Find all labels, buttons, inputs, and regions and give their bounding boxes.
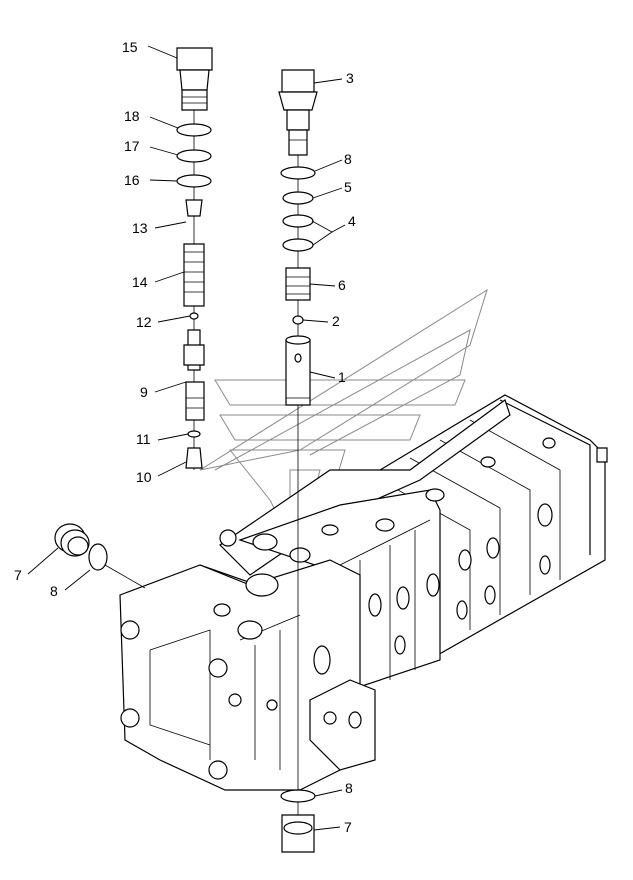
callout-11: 11: [136, 431, 151, 447]
callout-15: 15: [122, 39, 138, 55]
callout-14: 14: [132, 274, 148, 290]
callout-3: 3: [346, 70, 354, 86]
callout-12: 12: [136, 314, 152, 330]
callout-10: 10: [136, 469, 152, 485]
callout-8-left: 8: [50, 583, 58, 599]
callout-18: 18: [124, 108, 140, 124]
callout-17: 17: [124, 138, 140, 154]
callout-16: 16: [124, 172, 140, 188]
leader-lines: [27, 45, 346, 831]
valve-block: [119, 394, 608, 791]
relief-valve-assembly-right: [278, 69, 318, 853]
side-plug-assembly: [54, 523, 146, 589]
callout-9: 9: [140, 384, 148, 400]
callout-2: 2: [332, 313, 340, 329]
relief-valve-assembly-left: [176, 47, 213, 470]
callout-1: 1: [338, 369, 346, 385]
callout-8-upper: 8: [344, 151, 352, 167]
callout-7-left: 7: [14, 567, 22, 583]
callout-labels: 15 18 17 16 13 14 12 9 11 10 3 8 5 4 6 2…: [14, 39, 356, 835]
callout-8-bottom: 8: [345, 780, 353, 796]
callout-6: 6: [338, 277, 346, 293]
callout-7-bottom: 7: [344, 819, 352, 835]
callout-5: 5: [344, 179, 352, 195]
callout-13: 13: [132, 220, 148, 236]
callout-4: 4: [348, 213, 356, 229]
